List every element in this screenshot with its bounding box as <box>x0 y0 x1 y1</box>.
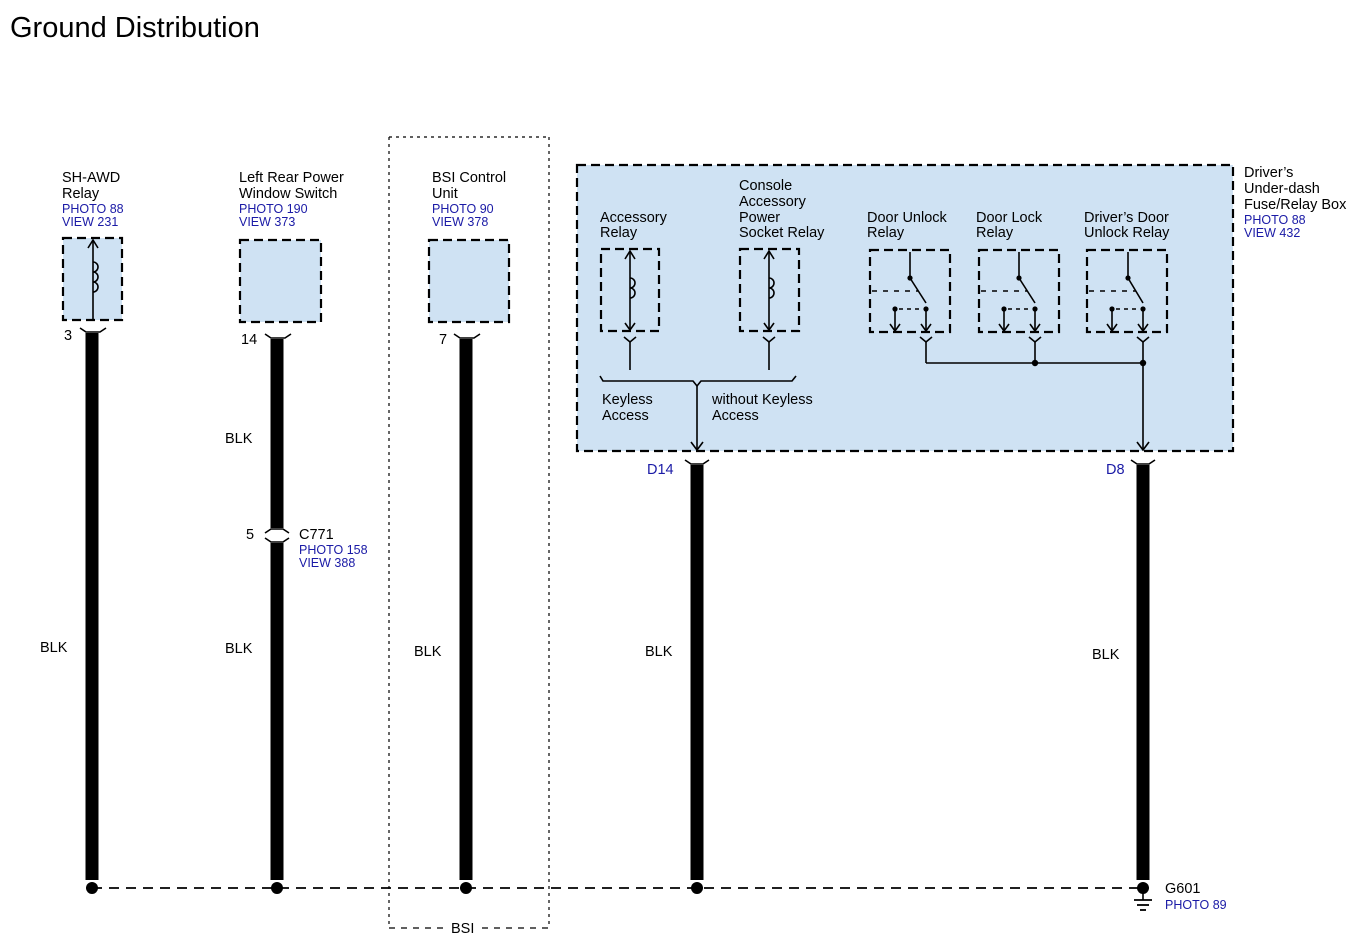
fusebox-view-ref: VIEW 432 <box>1244 226 1300 240</box>
c771-pin: 5 <box>246 527 254 543</box>
bsi-zone: BSI <box>388 136 550 937</box>
door-lock-relay: Door Lock Relay <box>976 210 1061 363</box>
ground-photo-ref: PHOTO 89 <box>1165 898 1227 912</box>
drivers-door-unlock-relay: Driver’s Door Unlock Relay <box>1084 210 1170 452</box>
shawd-relay: SH-AWD Relay PHOTO 88 VIEW 231 3 BLK <box>40 170 124 894</box>
left-rear-power-window-switch: Left Rear Power Window Switch PHOTO 190 … <box>225 170 368 894</box>
c771-photo-ref: PHOTO 158 <box>299 543 368 557</box>
bsi-splice-dot <box>460 882 472 894</box>
shawd-photo-ref: PHOTO 88 <box>62 202 124 216</box>
bsi-view-ref: VIEW 378 <box>432 215 488 229</box>
console-relay-name-4: Socket Relay <box>739 225 825 241</box>
console-relay-name-2: Accessory <box>739 194 807 210</box>
console-accessory-power-socket-relay: Console Accessory Power Socket Relay <box>738 178 825 370</box>
without-keyless-label-1: without Keyless <box>711 392 813 408</box>
door-unlock-relay-name-2: Relay <box>867 225 905 241</box>
lrpws-name-1: Left Rear Power <box>239 170 344 186</box>
fuse-box-labels: Driver’s Under-dash Fuse/Relay Box PHOTO… <box>1244 165 1347 240</box>
lrpws-wire-color-upper: BLK <box>225 431 253 447</box>
shawd-name-2: Relay <box>62 186 100 202</box>
console-relay-name-1: Console <box>739 178 792 194</box>
door-lock-relay-name-1: Door Lock <box>976 210 1043 226</box>
fusebox-photo-ref: PHOTO 88 <box>1244 213 1306 227</box>
console-relay-name-3: Power <box>739 210 780 226</box>
lrpws-pin: 14 <box>241 332 257 348</box>
keyless-label-2: Access <box>602 408 649 424</box>
d14-pin: D14 <box>647 462 674 478</box>
bsi-name-1: BSI Control <box>432 170 506 186</box>
door-lock-relay-name-2: Relay <box>976 225 1014 241</box>
accessory-relay-name-2: Relay <box>600 225 638 241</box>
d8-pin: D8 <box>1106 462 1125 478</box>
bsi-pin: 7 <box>439 332 447 348</box>
lrpws-wire-color-lower: BLK <box>225 641 253 657</box>
accessory-relay: Accessory Relay <box>599 210 668 370</box>
bsi-wire-color: BLK <box>414 644 442 660</box>
shawd-name-1: SH-AWD <box>62 170 120 186</box>
drivers-door-unlock-relay-name-1: Driver’s Door <box>1084 210 1169 226</box>
lrpws-view-ref: VIEW 373 <box>239 215 295 229</box>
bsi-name-2: Unit <box>432 186 458 202</box>
lrpws-name-2: Window Switch <box>239 186 337 202</box>
bsi-control-unit: BSI Control Unit PHOTO 90 VIEW 378 7 BLK <box>414 170 511 894</box>
shawd-splice-dot <box>86 882 98 894</box>
page-title: Ground Distribution <box>10 12 260 44</box>
option-brace: Keyless Access without Keyless Access <box>599 375 813 452</box>
door-unlock-relay-name-1: Door Unlock <box>867 210 948 226</box>
ground-g601: G601 PHOTO 89 <box>1134 881 1227 912</box>
lrpws-splice-dot <box>271 882 283 894</box>
fusebox-name-2: Under-dash <box>1244 181 1320 197</box>
without-keyless-label-2: Access <box>712 408 759 424</box>
c771-view-ref: VIEW 388 <box>299 556 355 570</box>
keyless-label-1: Keyless <box>602 392 653 408</box>
d8-wire: D8 BLK <box>1092 459 1156 894</box>
fusebox-name-3: Fuse/Relay Box <box>1244 197 1347 213</box>
d8-wire-color: BLK <box>1092 647 1120 663</box>
ground-name: G601 <box>1165 881 1200 897</box>
shawd-wire-color: BLK <box>40 640 68 656</box>
bsi-photo-ref: PHOTO 90 <box>432 202 494 216</box>
shawd-view-ref: VIEW 231 <box>62 215 118 229</box>
lrpws-photo-ref: PHOTO 190 <box>239 202 308 216</box>
d14-splice-dot <box>691 882 703 894</box>
bsi-zone-label: BSI <box>451 921 474 937</box>
shawd-pin: 3 <box>64 328 72 344</box>
relay-common-line <box>926 359 1147 367</box>
door-unlock-relay: Door Unlock Relay <box>867 210 952 363</box>
c771-name: C771 <box>299 527 334 543</box>
fusebox-name-1: Driver’s <box>1244 165 1293 181</box>
drivers-door-unlock-relay-name-2: Unlock Relay <box>1084 225 1170 241</box>
d14-wire: D14 BLK <box>645 459 710 894</box>
accessory-relay-name-1: Accessory <box>600 210 668 226</box>
d8-splice-dot <box>1137 882 1149 894</box>
d14-wire-color: BLK <box>645 644 673 660</box>
